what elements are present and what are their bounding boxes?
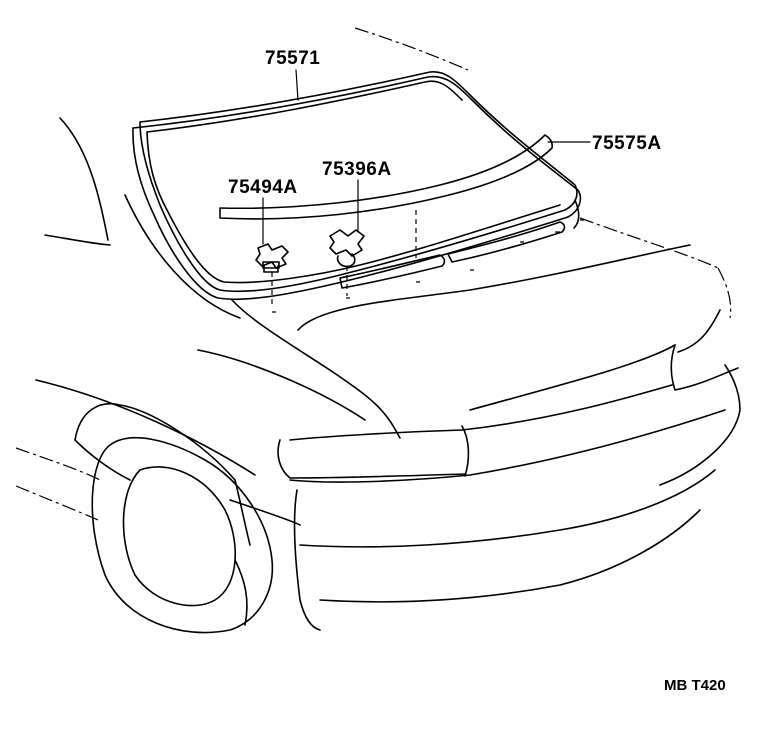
label-75571: 75571 <box>265 48 320 69</box>
figure-code: MB T420 <box>664 677 726 694</box>
callout-labels: 75571 75575A 75494A 75396A MB T420 <box>228 48 726 694</box>
weatherstrip-75571 <box>132 70 582 301</box>
clip-75494A <box>255 243 289 273</box>
leader-lines <box>262 69 591 313</box>
lower-moulding <box>339 199 580 289</box>
clip-75396A <box>329 229 365 268</box>
label-75396A: 75396A <box>322 159 392 180</box>
label-75494A: 75494A <box>228 177 298 198</box>
car-body <box>15 27 741 634</box>
label-75575A: 75575A <box>592 133 662 154</box>
